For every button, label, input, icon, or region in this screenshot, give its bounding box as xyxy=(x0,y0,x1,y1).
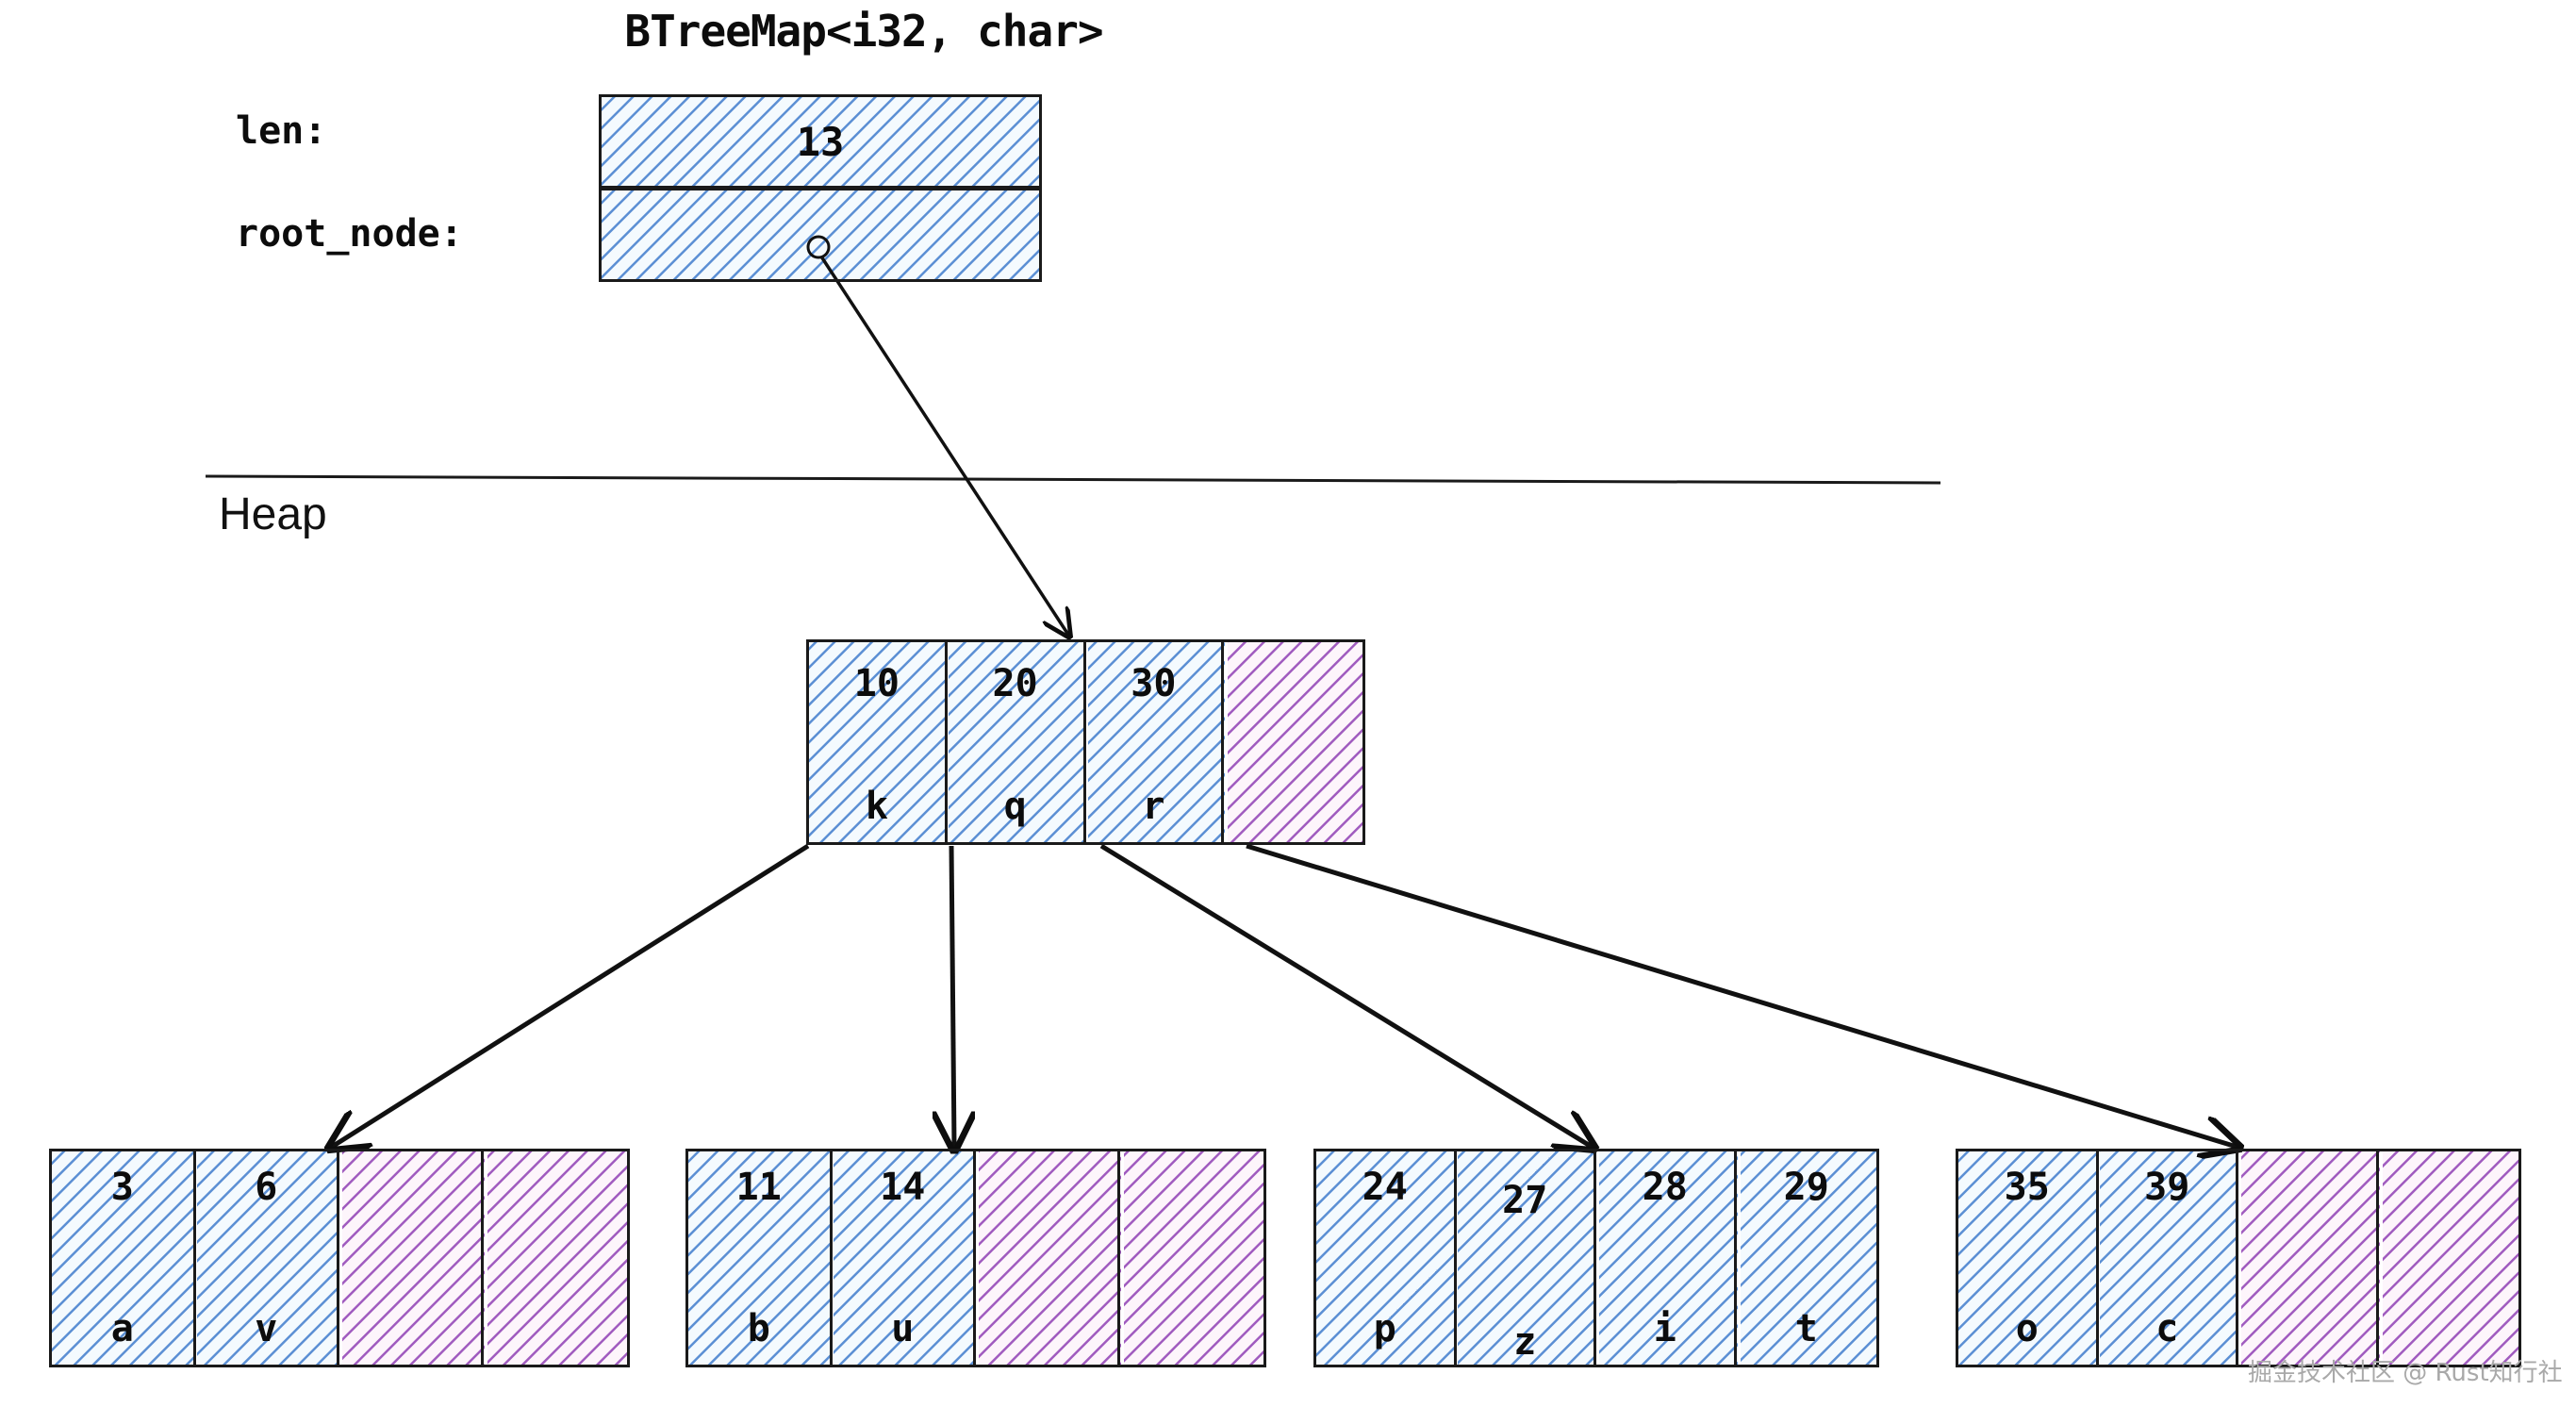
leaf-0-cell-3-empty xyxy=(484,1151,628,1365)
field-label-root-node: root_node: xyxy=(236,212,463,256)
leaf-1-cell-3-empty xyxy=(1120,1151,1264,1365)
root-cell-0-key: 10 xyxy=(853,662,900,705)
root-cell-0-value: k xyxy=(865,785,888,828)
leaf-3-cell-1: 39 c xyxy=(2099,1151,2238,1365)
leaf-2-cell-2: 28 i xyxy=(1596,1151,1737,1365)
struct-box: 13 xyxy=(599,94,1042,283)
root-cell-1-value: q xyxy=(1003,785,1027,828)
leaf-2-cell-3-key: 29 xyxy=(1783,1166,1829,1209)
leaf-2-cell-0-key: 24 xyxy=(1362,1166,1408,1209)
root-cell-1: 20 q xyxy=(948,642,1086,842)
leaf-2-cell-0-value: p xyxy=(1373,1307,1396,1350)
leaf-2-cell-1-value: z xyxy=(1513,1320,1537,1364)
leaf-0-cell-0-key: 3 xyxy=(110,1166,134,1209)
leaf-2-cell-3-value: t xyxy=(1794,1307,1818,1350)
root-cell-1-key: 20 xyxy=(992,662,1038,705)
leaf-0-cell-2-empty xyxy=(339,1151,484,1365)
struct-field-len-value: 13 xyxy=(796,118,845,165)
field-label-len: len: xyxy=(236,109,327,153)
leaf-1-cell-1-key: 14 xyxy=(880,1166,926,1209)
root-cell-0: 10 k xyxy=(809,642,948,842)
root-cell-2: 30 r xyxy=(1086,642,1225,842)
leaf-3-cell-0-key: 35 xyxy=(2004,1166,2050,1209)
btree-leaf-node-0: 3 a 6 v xyxy=(49,1149,630,1367)
struct-field-len: 13 xyxy=(599,94,1042,189)
arrow-root-to-leaf-2 xyxy=(1099,843,1592,1147)
arrow-root-to-leaf-1 xyxy=(951,845,954,1147)
leaf-1-cell-0-value: b xyxy=(747,1307,770,1350)
arrow-root-pointer xyxy=(819,256,1068,635)
arrow-root-to-leaf-0 xyxy=(332,843,810,1147)
leaf-2-cell-2-value: i xyxy=(1653,1307,1676,1350)
leaf-3-cell-0-value: o xyxy=(2015,1307,2039,1350)
leaf-2-cell-1: 27 z xyxy=(1457,1151,1596,1365)
leaf-1-cell-1-value: u xyxy=(891,1307,915,1350)
watermark: 掘金技术社区 @ Rust知行社 xyxy=(2248,1359,2563,1387)
btree-leaf-node-2: 24 p 27 z 28 i 29 t xyxy=(1313,1149,1879,1367)
root-cell-2-key: 30 xyxy=(1131,662,1177,705)
leaf-2-cell-0: 24 p xyxy=(1316,1151,1457,1365)
leaf-1-cell-0: 11 b xyxy=(688,1151,833,1365)
btree-leaf-node-1: 11 b 14 u xyxy=(685,1149,1266,1367)
heap-label: Heap xyxy=(219,489,327,539)
struct-field-root-node-value xyxy=(602,190,1039,279)
leaf-3-cell-0: 35 o xyxy=(1958,1151,2099,1365)
stack-heap-divider xyxy=(205,474,1941,485)
btree-leaf-node-3: 35 o 39 c xyxy=(1956,1149,2521,1367)
leaf-0-cell-0: 3 a xyxy=(52,1151,196,1365)
leaf-2-cell-1-key: 27 xyxy=(1502,1179,1548,1222)
root-cell-3-empty xyxy=(1224,642,1362,842)
root-cell-2-value: r xyxy=(1142,785,1165,828)
struct-field-root-node xyxy=(599,188,1042,282)
leaf-0-cell-1: 6 v xyxy=(196,1151,339,1365)
leaf-3-cell-2-empty xyxy=(2238,1151,2379,1365)
btree-root-node: 10 k 20 q 30 r xyxy=(806,639,1365,845)
leaf-0-cell-1-key: 6 xyxy=(255,1166,278,1209)
leaf-3-cell-3-empty xyxy=(2379,1151,2519,1365)
leaf-1-cell-0-key: 11 xyxy=(735,1166,782,1209)
leaf-1-cell-2-empty xyxy=(976,1151,1120,1365)
page-title: BTreeMap<i32, char> xyxy=(624,6,1103,57)
leaf-1-cell-1: 14 u xyxy=(833,1151,976,1365)
leaf-3-cell-1-key: 39 xyxy=(2144,1166,2190,1209)
leaf-2-cell-2-key: 28 xyxy=(1642,1166,1688,1209)
leaf-3-cell-1-value: c xyxy=(2155,1307,2179,1350)
arrow-root-to-leaf-3 xyxy=(1246,843,2237,1147)
leaf-0-cell-1-value: v xyxy=(255,1307,278,1350)
leaf-0-cell-0-value: a xyxy=(110,1307,134,1350)
leaf-2-cell-3: 29 t xyxy=(1737,1151,1877,1365)
